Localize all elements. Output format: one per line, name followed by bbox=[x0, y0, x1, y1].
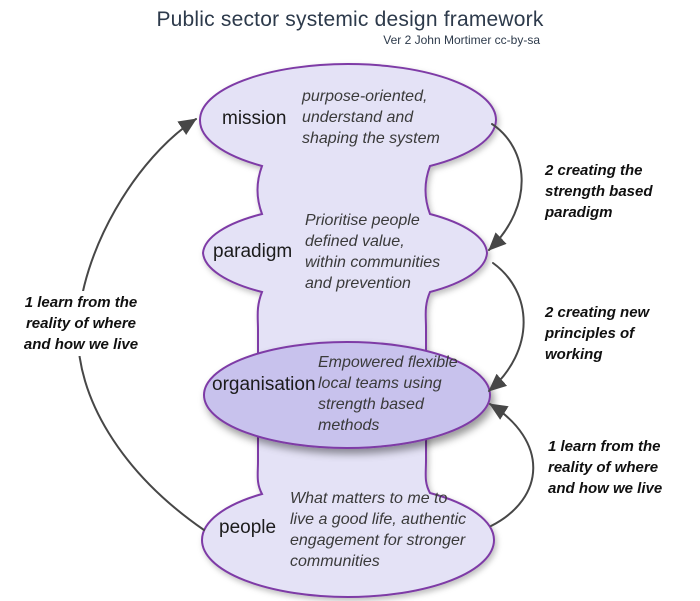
arrow-paradigm-to-organisation bbox=[488, 262, 525, 392]
organisation-description: Empowered flexible local teams using str… bbox=[318, 354, 458, 434]
annotation-strength-paradigm: 2 creating the strength based paradigm bbox=[545, 162, 653, 221]
paradigm-label: paradigm bbox=[213, 241, 293, 262]
arrow-people-to-organisation bbox=[489, 403, 535, 527]
people-label: people bbox=[219, 517, 277, 538]
annotation-learn-left: 1 learn from the reality of where and ho… bbox=[4, 291, 158, 356]
annotation-learn-right: 1 learn from the reality of where and ho… bbox=[548, 438, 663, 497]
people-description: What matters to me to live a good life, … bbox=[290, 490, 467, 570]
mission-label: mission bbox=[222, 108, 287, 129]
page-title: Public sector systemic design framework bbox=[156, 8, 544, 31]
organisation-label: organisation bbox=[212, 374, 316, 395]
mission-description: purpose-oriented, understand and shaping… bbox=[302, 88, 440, 147]
annotation-new-principles: 2 creating new principles of working bbox=[545, 304, 650, 363]
arrow-mission-to-paradigm bbox=[488, 123, 523, 251]
paradigm-description: Prioritise people defined value, within … bbox=[305, 212, 441, 292]
organisation-ellipse bbox=[203, 341, 491, 449]
blob-chain-shape bbox=[198, 62, 498, 599]
page-subtitle: Ver 2 John Mortimer cc-by-sa bbox=[383, 33, 540, 47]
